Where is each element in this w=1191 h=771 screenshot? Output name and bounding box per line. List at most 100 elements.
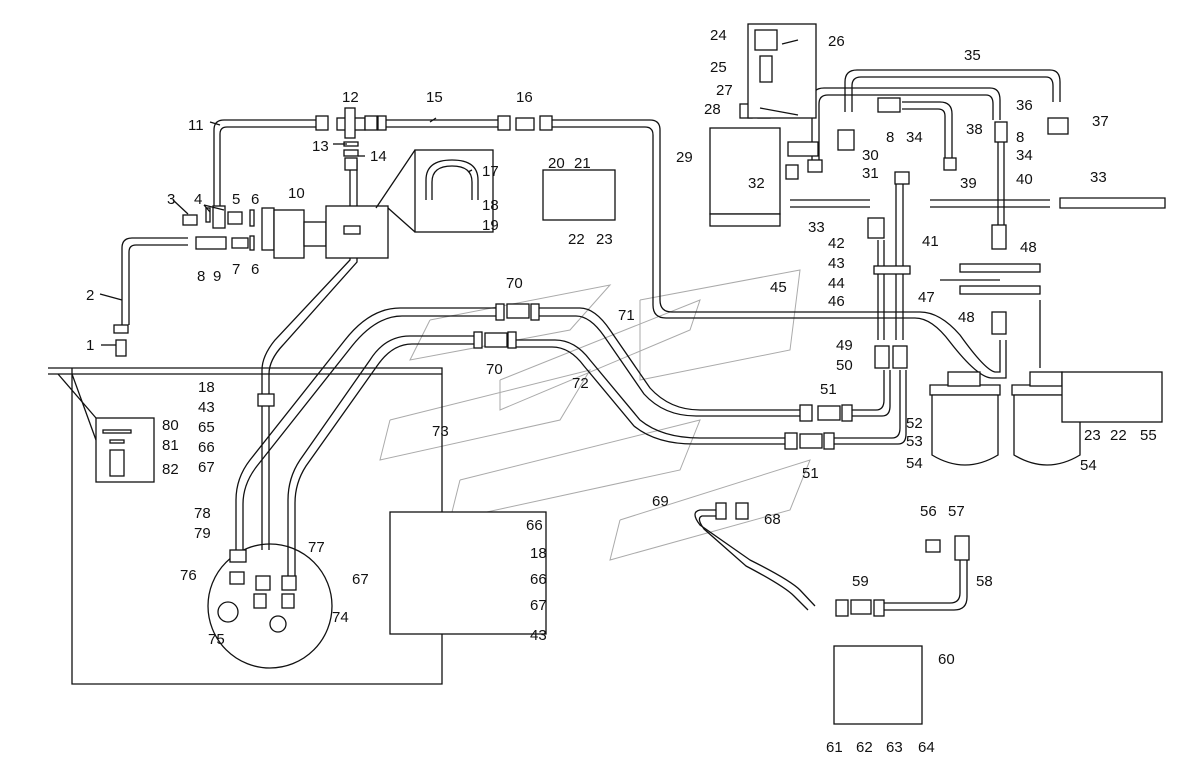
callout-2: 2 [86, 287, 94, 304]
callout-54b: 54 [1080, 457, 1097, 474]
callout-80: 80 [162, 417, 179, 434]
callout-77: 77 [308, 539, 325, 556]
callout-33b: 33 [1090, 169, 1107, 186]
callout-76: 76 [180, 567, 197, 584]
callout-11: 11 [188, 117, 204, 134]
callout-40: 40 [1016, 171, 1033, 188]
detail-boxes [375, 23, 923, 725]
callout-63: 63 [886, 739, 903, 756]
callout-67b: 67 [530, 597, 547, 614]
callout-51b: 51 [802, 465, 819, 482]
callout-42: 42 [828, 235, 845, 252]
callout-68: 68 [764, 511, 781, 528]
callout-79: 79 [194, 525, 211, 542]
callout-64: 64 [918, 739, 935, 756]
callout-54: 54 [906, 455, 923, 472]
callout-33: 33 [808, 219, 825, 236]
callout-3: 3 [167, 191, 175, 208]
callout-8c: 8 [1016, 129, 1024, 146]
callout-20: 20 [548, 155, 565, 172]
callout-62: 62 [856, 739, 873, 756]
callout-44: 44 [828, 275, 845, 292]
callout-81: 81 [162, 437, 179, 454]
callout-47: 47 [918, 289, 935, 306]
callout-1: 1 [86, 337, 94, 354]
callout-24: 24 [710, 27, 727, 44]
callout-25: 25 [710, 59, 727, 76]
callout-17: 17 [482, 163, 499, 180]
callout-70: 70 [506, 275, 523, 292]
callout-66c: 66 [198, 439, 215, 456]
callout-59: 59 [852, 573, 869, 590]
callout-4: 4 [194, 191, 202, 208]
callout-37: 37 [1092, 113, 1109, 130]
callout-39: 39 [960, 175, 977, 192]
callout-50: 50 [836, 357, 853, 374]
callout-31: 31 [862, 165, 879, 182]
callout-30: 30 [862, 147, 879, 164]
callout-56: 56 [920, 503, 937, 520]
callout-43: 43 [828, 255, 845, 272]
callout-52: 52 [906, 415, 923, 432]
watermark [379, 269, 811, 561]
callout-51: 51 [820, 381, 837, 398]
callout-6: 6 [251, 191, 259, 208]
callout-41: 41 [922, 233, 939, 250]
callout-13: 13 [312, 138, 329, 155]
callout-48: 48 [1020, 239, 1037, 256]
callout-65: 65 [198, 419, 215, 436]
callout-18: 18 [482, 197, 499, 214]
callout-16: 16 [516, 89, 533, 106]
callout-73: 73 [432, 423, 449, 440]
callout-6b: 6 [251, 261, 259, 278]
callout-18b: 18 [530, 545, 547, 562]
callout-69: 69 [652, 493, 669, 510]
callout-72: 72 [572, 375, 589, 392]
callout-5: 5 [232, 191, 240, 208]
callout-7: 7 [232, 261, 240, 278]
callout-14: 14 [370, 148, 387, 165]
callout-70b: 70 [486, 361, 503, 378]
callout-49: 49 [836, 337, 853, 354]
fuel-filter-icon [929, 371, 1163, 466]
callout-67c: 67 [198, 459, 215, 476]
callout-26: 26 [828, 33, 845, 50]
callout-78: 78 [194, 505, 211, 522]
callout-66b: 66 [530, 571, 547, 588]
callout-22: 22 [568, 231, 585, 248]
callout-32: 32 [748, 175, 765, 192]
callout-15: 15 [426, 89, 443, 106]
callout-10: 10 [288, 185, 305, 202]
callout-53: 53 [906, 433, 923, 450]
fuel-tank-icon [48, 367, 443, 685]
callout-67: 67 [352, 571, 369, 588]
callout-48b: 48 [958, 309, 975, 326]
callout-58: 58 [976, 573, 993, 590]
callout-74: 74 [332, 609, 349, 626]
callout-18c: 18 [198, 379, 215, 396]
callout-57: 57 [948, 503, 965, 520]
callout-numbers: 1 2 3 4 5 6 6 7 8 9 10 11 12 13 14 15 16… [86, 27, 1157, 756]
callout-71: 71 [618, 307, 635, 324]
callout-36: 36 [1016, 97, 1033, 114]
callout-45: 45 [770, 279, 787, 296]
callout-29: 29 [676, 149, 693, 166]
callout-55: 55 [1140, 427, 1157, 444]
callout-61: 61 [826, 739, 843, 756]
callout-82: 82 [162, 461, 179, 478]
callout-34: 34 [906, 129, 923, 146]
callout-21: 21 [574, 155, 591, 172]
callout-43c: 43 [198, 399, 215, 416]
callout-46: 46 [828, 293, 845, 310]
callout-75: 75 [208, 631, 225, 648]
callout-9: 9 [213, 268, 221, 285]
callout-38: 38 [966, 121, 983, 138]
callout-34b: 34 [1016, 147, 1033, 164]
callout-23b: 23 [1084, 427, 1101, 444]
callout-22b: 22 [1110, 427, 1127, 444]
callout-66: 66 [526, 517, 543, 534]
callout-23: 23 [596, 231, 613, 248]
callout-43b: 43 [530, 627, 547, 644]
callout-8: 8 [197, 268, 205, 285]
